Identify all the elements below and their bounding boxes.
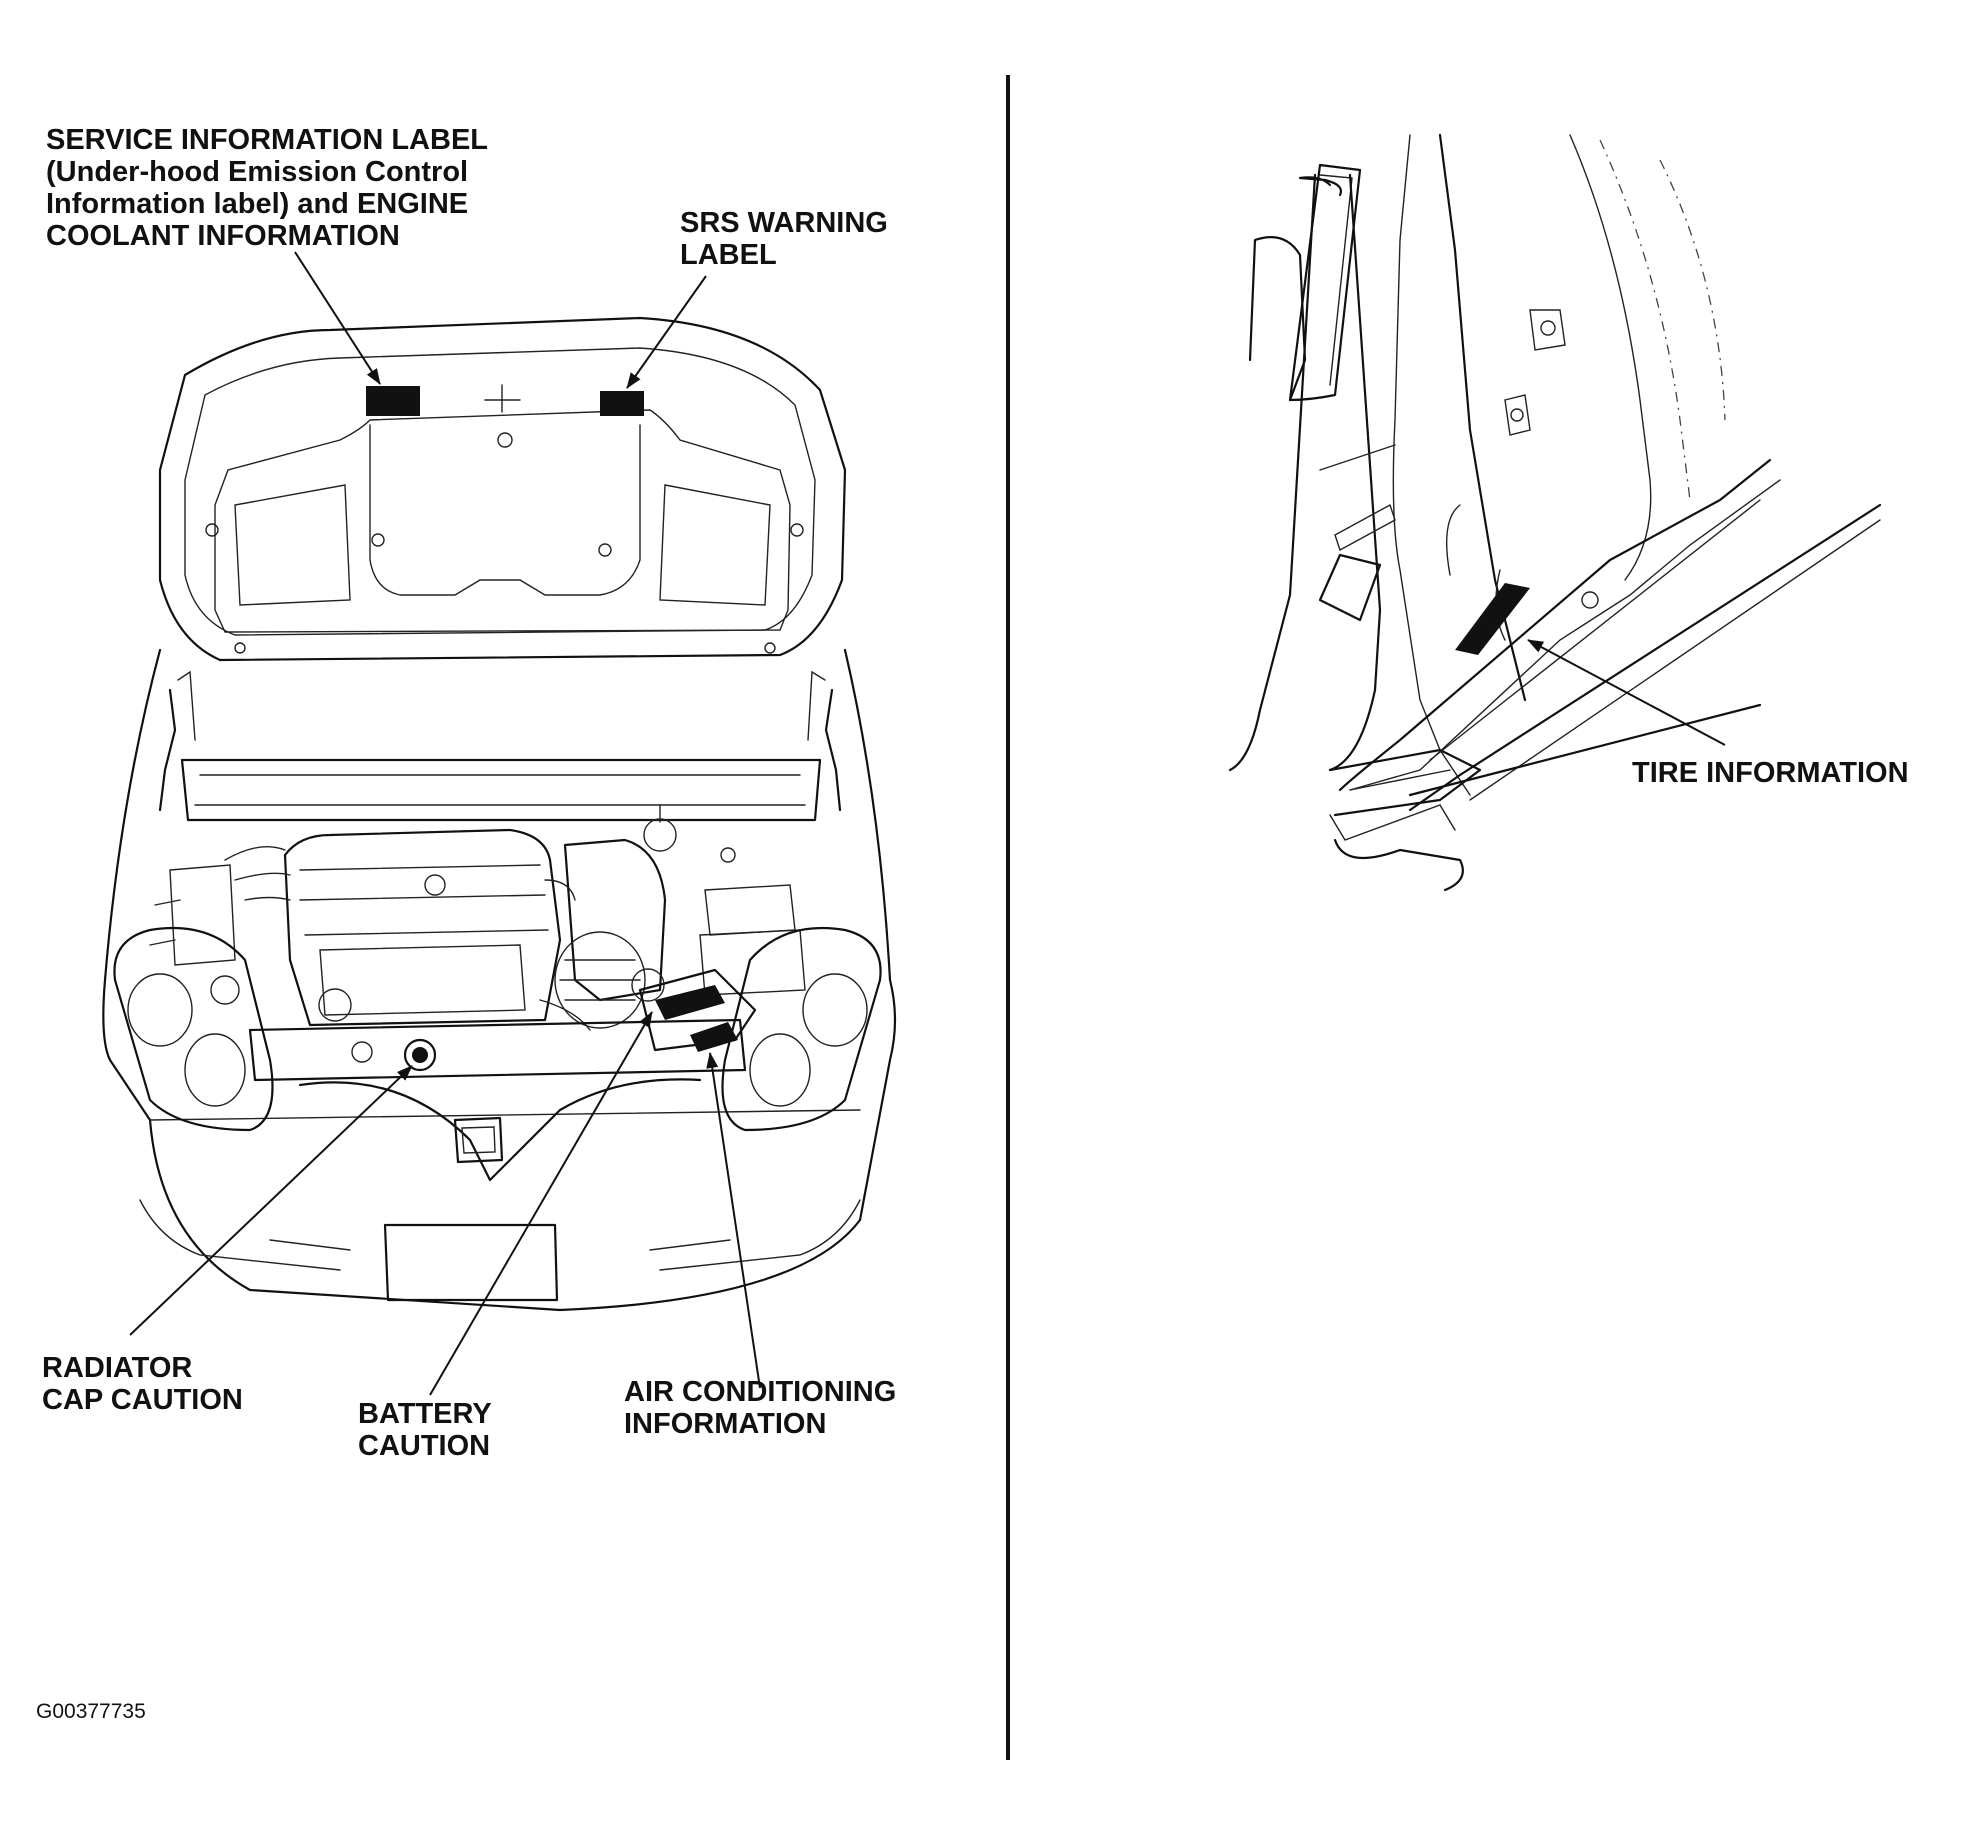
radiator-cap-line-2: CAP CAUTION: [42, 1384, 243, 1416]
srs-warning-leader: [626, 275, 707, 389]
figure-code: G00377735: [36, 1700, 146, 1723]
door-jamb-illustration: [1228, 133, 1882, 892]
tire-info-leader: [1527, 639, 1726, 746]
hood-outline: [158, 316, 847, 662]
tire-info-line-1: TIRE INFORMATION: [1632, 757, 1909, 789]
right-headlight: [721, 926, 882, 1132]
service-info-line-2: (Under-hood Emission Control: [46, 156, 469, 188]
radiator-cap-line-1: RADIATOR: [42, 1352, 193, 1384]
srs-warning-line-2: LABEL: [680, 239, 777, 271]
battery-caution-label-marker: [655, 985, 725, 1020]
left-headlight: [113, 926, 274, 1132]
service-info-line-3: Information label) and ENGINE: [46, 188, 469, 220]
battery-text: BATTERY CAUTION: [358, 1398, 492, 1462]
battery-line-1: BATTERY: [358, 1398, 492, 1430]
srs-warning-line-1: SRS WARNING: [680, 207, 888, 239]
service-info-line-4: COOLANT INFORMATION: [46, 220, 400, 252]
car-front-illustration: [102, 316, 897, 1312]
air-conditioning-label-marker: [690, 1022, 738, 1052]
service-info-leader: [294, 251, 381, 385]
battery-line-2: CAUTION: [358, 1430, 491, 1462]
engine-bay: [149, 804, 806, 1052]
battery-leader: [429, 1011, 653, 1396]
service-info-line-1: SERVICE INFORMATION LABEL: [46, 124, 488, 156]
service-info-label-marker: [366, 386, 420, 416]
srs-warning-text: SRS WARNING LABEL: [680, 207, 888, 271]
air-conditioning-text: AIR CONDITIONING INFORMATION: [624, 1376, 896, 1440]
service-info-label: SERVICE INFORMATION LABEL (Under-hood Em…: [46, 124, 488, 252]
radiator-cap-leader: [129, 1065, 413, 1336]
tire-info-text: TIRE INFORMATION: [1632, 757, 1909, 789]
air-conditioning-line-2: INFORMATION: [624, 1408, 827, 1440]
air-conditioning-leader: [706, 1052, 761, 1389]
tire-info-label-marker: [1455, 583, 1530, 655]
radiator-cap: [403, 1038, 437, 1072]
air-conditioning-line-1: AIR CONDITIONING: [624, 1376, 897, 1408]
body-outline: [102, 648, 897, 1312]
radiator-cap-text: RADIATOR CAP CAUTION: [42, 1352, 243, 1416]
srs-warning-label-marker: [600, 391, 644, 416]
